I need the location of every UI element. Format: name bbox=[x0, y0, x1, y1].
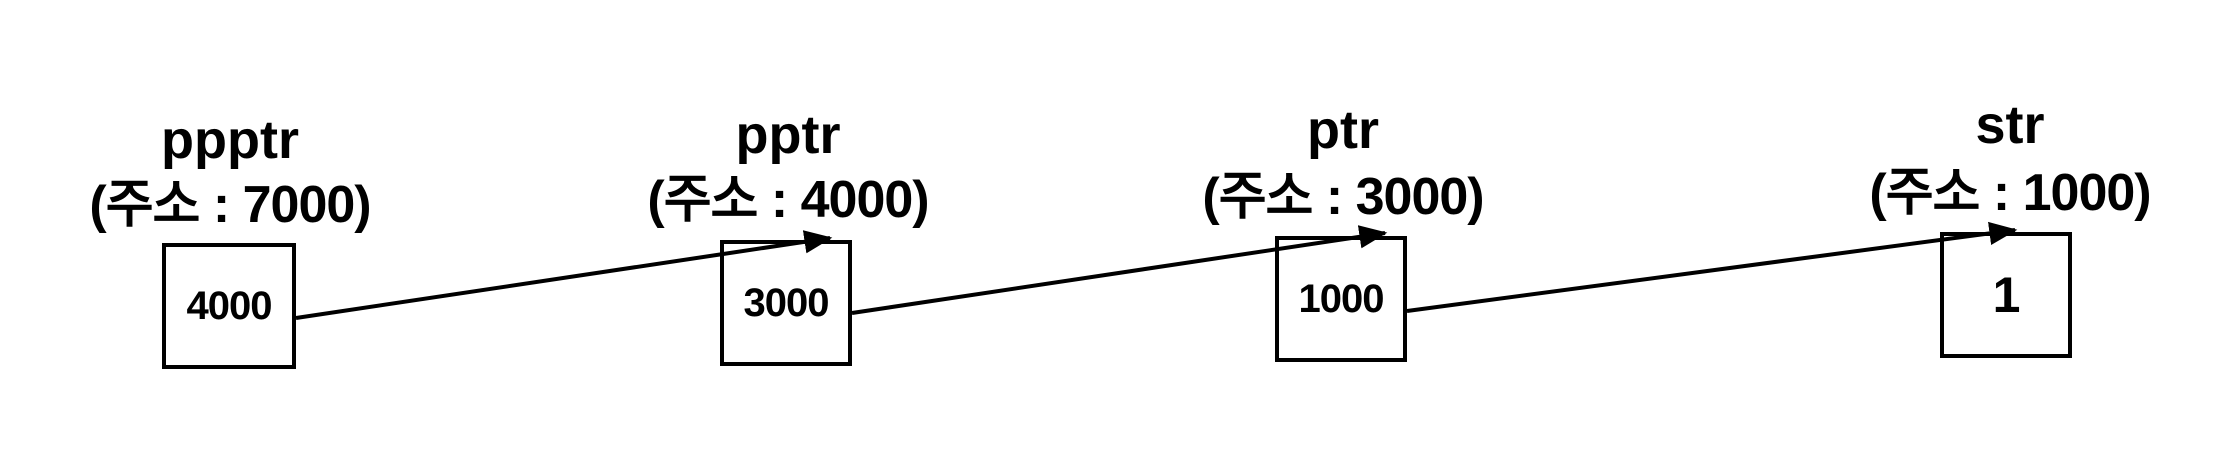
node-name: str bbox=[1975, 95, 2045, 155]
node-address: (주소 : 7000) bbox=[89, 176, 371, 234]
value-box-ppptr: 4000 bbox=[162, 243, 296, 369]
node-name: ptr bbox=[1307, 100, 1379, 160]
arrow-ptr-to-str bbox=[1406, 221, 2018, 313]
node-name: pptr bbox=[735, 105, 841, 165]
value-box-ptr: 1000 bbox=[1275, 236, 1407, 362]
node-address: (주소 : 1000) bbox=[1869, 164, 2151, 222]
value-text: 1000 bbox=[1298, 276, 1385, 321]
node-name: ppptr bbox=[161, 110, 299, 170]
value-text: 4000 bbox=[186, 283, 273, 328]
node-address: (주소 : 4000) bbox=[647, 171, 929, 229]
value-box-pptr: 3000 bbox=[720, 240, 852, 366]
node-address: (주소 : 3000) bbox=[1202, 168, 1484, 226]
value-text: 3000 bbox=[743, 280, 830, 325]
value-text: 1 bbox=[1992, 267, 2021, 323]
value-box-str: 1 bbox=[1940, 232, 2072, 358]
